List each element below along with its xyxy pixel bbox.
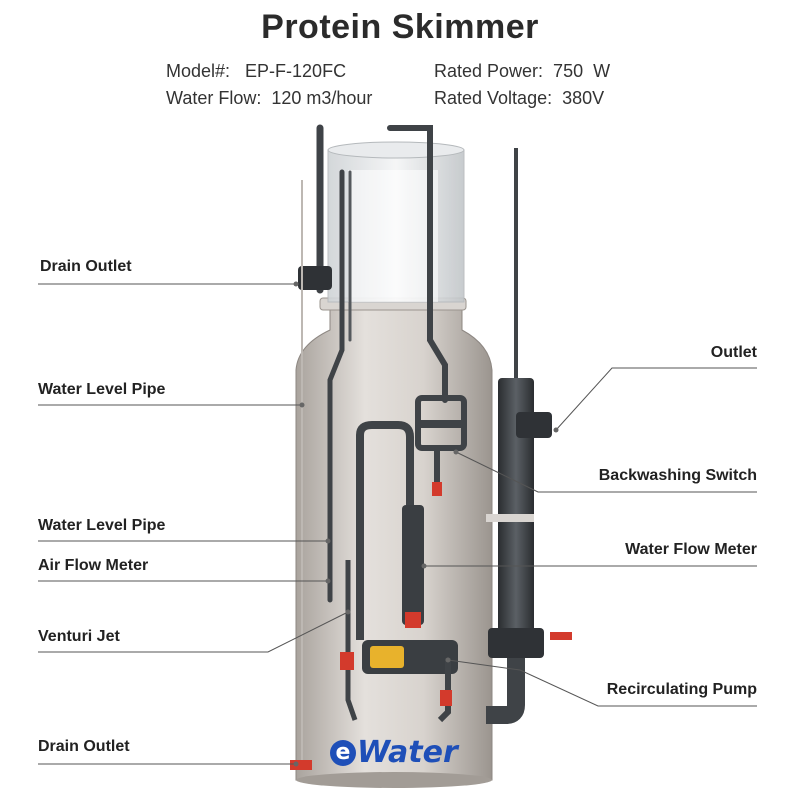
backwashing-switch bbox=[415, 395, 467, 496]
drain-outlet-top-fitting bbox=[298, 266, 332, 290]
water-flow-meter bbox=[402, 505, 424, 628]
spec-rated-power: Rated Power: 750 W bbox=[434, 61, 611, 81]
left-pipes bbox=[316, 124, 448, 603]
recirculation-loop bbox=[356, 421, 414, 640]
leader-dots bbox=[293, 281, 559, 767]
callout-outlet: Outlet bbox=[710, 344, 757, 361]
venturi-valve bbox=[340, 652, 354, 670]
spec-rated-voltage: Rated Voltage: 380V bbox=[434, 88, 605, 108]
callout-backwashing-switch: Backwashing Switch bbox=[598, 467, 757, 484]
skimmer-body bbox=[295, 297, 493, 788]
callout-drain-outlet-top: Drain Outlet bbox=[40, 258, 132, 275]
recirculating-pump-assembly bbox=[362, 640, 458, 723]
leader-lines bbox=[38, 283, 757, 765]
spec-model: Model#: EP-F-120FC bbox=[166, 61, 347, 81]
outlet-column bbox=[486, 148, 572, 724]
drain-outlet-bottom-valve bbox=[290, 760, 312, 770]
callout-venturi-jet: Venturi Jet bbox=[38, 628, 120, 645]
collection-cup bbox=[327, 141, 465, 303]
callout-water-flow-meter: Water Flow Meter bbox=[625, 541, 757, 558]
callout-recirculating-pump: Recirculating Pump bbox=[606, 681, 757, 698]
callout-drain-outlet-bottom: Drain Outlet bbox=[38, 738, 130, 755]
venturi-line bbox=[345, 560, 358, 721]
callout-air-flow-meter: Air Flow Meter bbox=[38, 557, 149, 574]
callout-water-level-pipe-2: Water Level Pipe bbox=[38, 517, 166, 534]
diagram-title: Protein Skimmer bbox=[261, 8, 539, 46]
callout-water-level-pipe-1: Water Level Pipe bbox=[38, 381, 166, 398]
spec-water-flow: Water Flow: 120 m3/hour bbox=[166, 88, 373, 108]
